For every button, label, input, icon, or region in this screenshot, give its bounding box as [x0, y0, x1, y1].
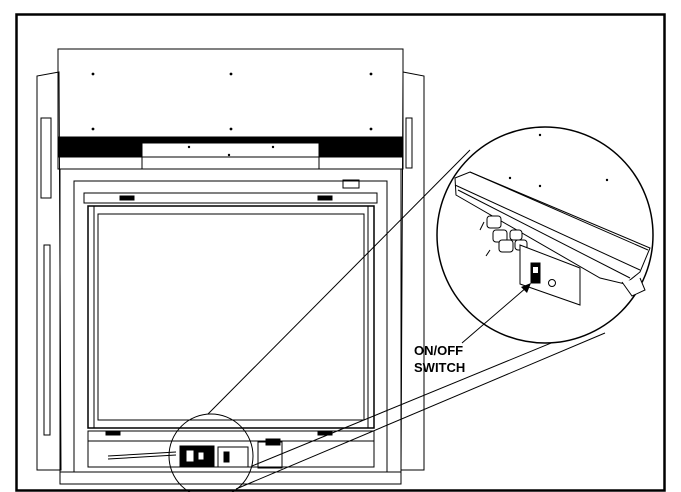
callout-label-on-off: ON/OFF — [414, 343, 464, 358]
frame-top-latch-left — [119, 195, 135, 201]
detail-source-circle — [168, 413, 254, 492]
top-hood — [57, 48, 404, 138]
fireplace-unit — [36, 48, 425, 485]
base-plate — [59, 471, 402, 485]
right-side-flange — [400, 71, 425, 471]
page-border — [15, 13, 666, 492]
frame-top-band — [83, 192, 378, 204]
left-flange-bracket — [40, 117, 52, 199]
switch-bracket — [519, 244, 581, 306]
frame-top-latch-right — [317, 195, 333, 201]
hood-right-dark-tab — [318, 142, 404, 158]
callout-label-switch: SWITCH — [414, 360, 466, 375]
switch-small — [223, 451, 230, 463]
right-flange-bracket — [405, 117, 413, 169]
glass-panel-inner — [97, 213, 365, 421]
control-bracket — [217, 446, 249, 468]
hood-left-dark-tab — [57, 142, 143, 158]
gas-valve-body — [179, 445, 215, 467]
left-flange-strip — [43, 244, 51, 436]
callout-leader-line — [461, 286, 528, 344]
detail-enlarged-view — [454, 133, 651, 306]
hood-dark-band — [57, 136, 404, 144]
bottom-latch-left — [105, 430, 121, 436]
callout-arrowhead — [521, 283, 531, 293]
top-switch-block — [342, 179, 360, 189]
gas-fittings — [479, 215, 528, 257]
glass-panel-outer — [87, 205, 375, 429]
hood-rivets — [91, 72, 373, 157]
leader-line-upper — [207, 149, 471, 415]
